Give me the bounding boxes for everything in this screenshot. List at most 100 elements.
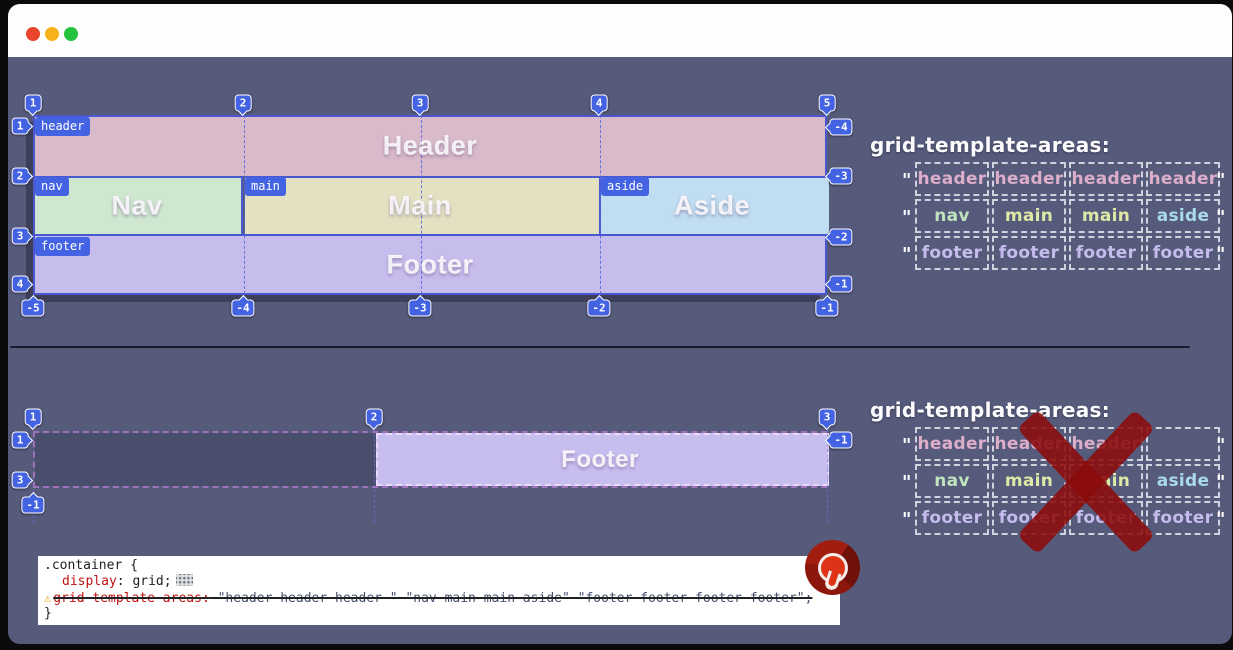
quote-mark: " <box>1216 244 1226 265</box>
table-cell: header <box>915 162 989 196</box>
table-cell: footer <box>915 501 989 535</box>
table-cell: header <box>1069 162 1143 196</box>
grid-template-areas-heading: grid-template-areas: <box>870 398 1111 422</box>
chrome-logo-icon <box>805 540 860 595</box>
maximize-window-button[interactable] <box>64 27 78 41</box>
grid-line-number: 3 <box>11 471 29 489</box>
grid-track-line <box>421 105 422 304</box>
table-cell: aside <box>1146 199 1220 233</box>
quote-mark: " <box>1216 435 1226 456</box>
quote-mark: " <box>902 207 912 228</box>
area-title-nav: Nav <box>111 190 163 221</box>
grid-line-number: -3 <box>408 299 432 317</box>
close-window-button[interactable] <box>26 27 40 41</box>
error-cross-icon <box>1016 409 1156 555</box>
quote-mark: " <box>902 170 912 191</box>
grid-line-number: -5 <box>21 299 45 317</box>
css-value-display: : grid; <box>116 574 172 589</box>
grid-line-number: 2 <box>365 408 383 426</box>
section-divider <box>10 346 1190 348</box>
table-cell: nav <box>915 199 989 233</box>
css-property-display: display <box>62 574 117 589</box>
devtools-grid-badge-icon[interactable] <box>175 574 193 586</box>
grid-track-line <box>374 424 375 523</box>
grid-area-header <box>35 117 825 176</box>
table-cell: aside <box>1146 464 1220 498</box>
grid-overlay-demo-valid <box>33 105 829 304</box>
grid-line-number: -1 <box>829 275 853 293</box>
grid-area-nav <box>35 176 243 234</box>
quote-mark: " <box>902 435 912 456</box>
table-cell: footer <box>1146 236 1220 270</box>
grid-line-number: -1 <box>21 496 45 514</box>
grid-area-footer-only <box>376 433 829 486</box>
area-title-header: Header <box>382 130 478 161</box>
table-cell: footer <box>1146 501 1220 535</box>
css-declaration-grid-template-areas: ⚠grid-template-areas: "header header hea… <box>44 590 834 606</box>
css-colon: : <box>201 591 210 606</box>
table-cell: main <box>1069 199 1143 233</box>
quote-mark: " <box>902 472 912 493</box>
grid-area-footer <box>35 234 825 293</box>
minimize-window-button[interactable] <box>45 27 59 41</box>
area-title-aside: Aside <box>673 190 751 221</box>
quote-mark: " <box>1216 472 1226 493</box>
css-value-gta: "header header header " "nav main main a… <box>209 591 813 606</box>
grid-line-number: 1 <box>11 431 29 449</box>
grid-overlay-demo-broken <box>33 431 829 488</box>
area-name-label-footer: footer <box>35 237 91 256</box>
warning-icon: ⚠ <box>44 591 52 605</box>
grid-line-number: 2 <box>234 94 252 112</box>
table-cell: header <box>1146 162 1220 196</box>
quote-mark: " <box>1216 170 1226 191</box>
grid-line-number: 3 <box>11 227 29 245</box>
grid-line-number: 1 <box>24 94 42 112</box>
grid-area-unfilled <box>35 433 376 486</box>
grid-line-number: 3 <box>818 408 836 426</box>
window-titlebar <box>8 4 1232 57</box>
area-name-label-nav: nav <box>35 177 69 196</box>
grid-line-number: 1 <box>11 117 29 135</box>
browser-window <box>8 4 1232 644</box>
css-selector: .container { <box>44 558 138 573</box>
area-name-label-main: main <box>245 177 286 196</box>
grid-line-number: -2 <box>829 228 853 246</box>
grid-line-number: -4 <box>829 118 853 136</box>
grid-template-areas-heading: grid-template-areas: <box>870 133 1111 157</box>
grid-line-number: 5 <box>818 94 836 112</box>
grid-line-number: 3 <box>411 94 429 112</box>
grid-track-line <box>827 424 828 523</box>
table-cell: footer <box>1069 236 1143 270</box>
table-cell: header <box>992 162 1066 196</box>
table-cell: main <box>992 199 1066 233</box>
quote-mark: " <box>1216 509 1226 530</box>
grid-area-main <box>245 176 599 234</box>
table-cell: footer <box>992 236 1066 270</box>
css-close-brace: } <box>44 606 52 621</box>
grid-line-number: -1 <box>829 431 853 449</box>
grid-line-number: 4 <box>590 94 608 112</box>
template-areas-table-valid: header header header header nav main mai… <box>915 162 1220 270</box>
grid-line-number: -2 <box>587 299 611 317</box>
area-title-main: Main <box>388 190 452 221</box>
grid-line-number: -1 <box>815 299 839 317</box>
grid-line-number: 1 <box>24 408 42 426</box>
grid-track-line <box>600 105 601 304</box>
css-rule-snippet: .container { display: grid; ⚠grid-templa… <box>38 556 840 625</box>
table-cell: footer <box>915 236 989 270</box>
area-name-label-aside: aside <box>601 177 650 196</box>
area-title-footer-broken: Footer <box>561 446 639 473</box>
grid-line-number: -3 <box>829 167 853 185</box>
quote-mark: " <box>902 509 912 530</box>
table-cell-empty <box>1146 427 1220 461</box>
grid-line-number: 2 <box>11 167 29 185</box>
area-title-footer: Footer <box>386 249 474 280</box>
grid-track-line <box>244 105 245 304</box>
grid-line-number: 4 <box>11 275 29 293</box>
grid-line-number: -4 <box>231 299 255 317</box>
css-declaration-display: display: grid; <box>44 574 834 590</box>
table-cell: header <box>915 427 989 461</box>
table-cell: nav <box>915 464 989 498</box>
quote-mark: " <box>1216 207 1226 228</box>
area-name-label-header: header <box>35 117 91 136</box>
